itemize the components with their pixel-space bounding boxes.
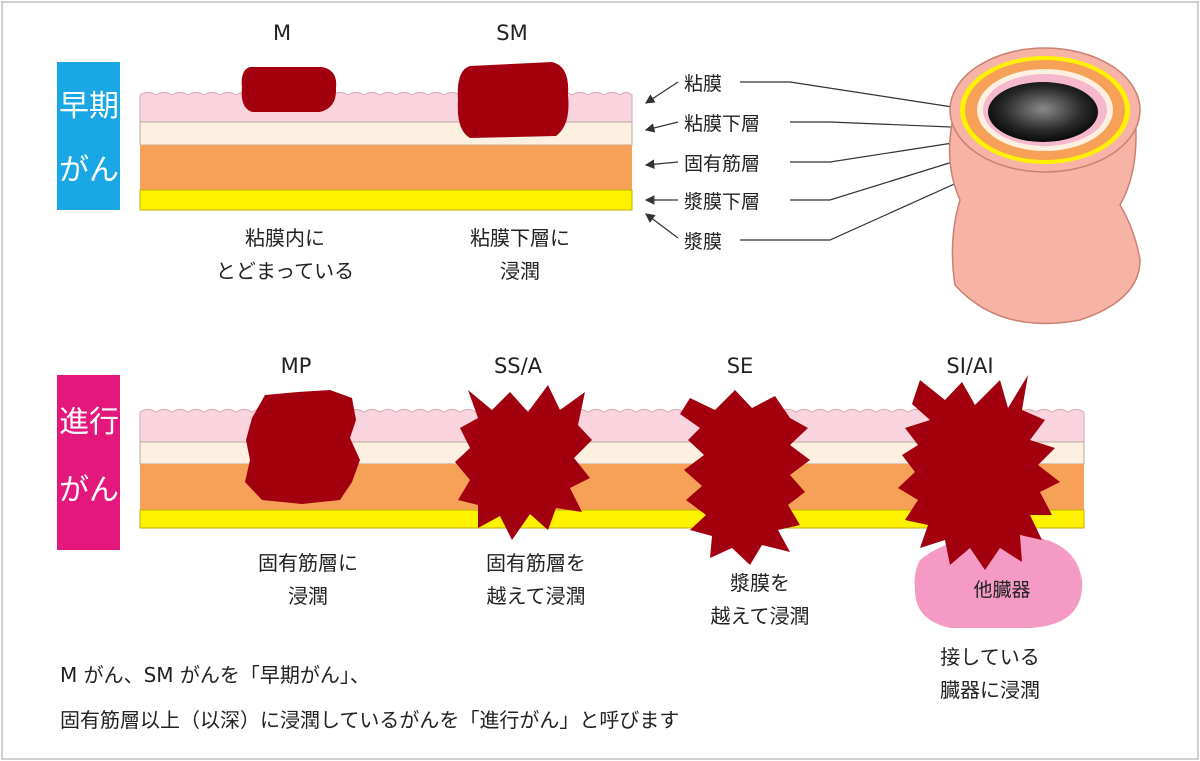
advanced-cancer-label-line1: 進行 xyxy=(59,405,119,440)
desc-m-line1: 粘膜内に xyxy=(245,226,325,250)
desc-mp-line2: 浸潤 xyxy=(288,584,328,608)
leader-muscularis xyxy=(790,136,974,163)
desc-se-line2: 越えて浸潤 xyxy=(711,604,810,628)
early-cancer-label-line1: 早期 xyxy=(59,89,119,124)
arrow-serosa xyxy=(645,213,679,239)
early-cancer-label-box xyxy=(57,62,120,210)
leader-subserosa xyxy=(790,152,977,201)
layer-label-submucosa: 粘膜下層 xyxy=(684,113,760,135)
desc-sm-line1: 粘膜下層に xyxy=(470,226,570,250)
stage-m-label: M xyxy=(273,21,291,45)
arrow-submucosa xyxy=(644,121,679,133)
desc-si-line2: 臓器に浸潤 xyxy=(940,678,1040,702)
desc-m-line2: とどまっている xyxy=(216,259,354,283)
stage-ss-label: SS/A xyxy=(494,354,543,378)
footnote-line1: M がん、SM がんを「早期がん」、 xyxy=(60,663,370,687)
arrow-muscularis xyxy=(644,159,679,169)
early-cancer-label-line2: がん xyxy=(59,153,119,188)
layer-label-mucosa: 粘膜 xyxy=(684,73,722,95)
stage-si-label: SI/AI xyxy=(946,354,993,378)
leader-mucosa xyxy=(740,81,987,116)
early-layer-stack xyxy=(139,92,633,211)
desc-se-line1: 漿膜を xyxy=(730,571,790,595)
desc-sm-line2: 浸潤 xyxy=(500,259,540,283)
layer-label-muscularis: 固有筋層 xyxy=(684,153,760,175)
early-subserosa-layer xyxy=(139,189,633,211)
leader-submucosa xyxy=(790,121,977,133)
desc-ss-line1: 固有筋層を xyxy=(486,551,586,575)
early-muscularis-layer xyxy=(140,145,632,190)
tumor-si xyxy=(898,375,1060,570)
leader-serosa xyxy=(740,167,992,241)
advanced-subserosa-layer xyxy=(139,509,1085,529)
stage-sm-label: SM xyxy=(496,21,527,45)
other-organ-label: 他臓器 xyxy=(973,579,1030,601)
tumor-ss xyxy=(455,385,592,540)
intestine-cross-section xyxy=(948,47,1141,325)
arrow-mucosa xyxy=(644,81,679,104)
tumor-sm xyxy=(457,62,569,138)
desc-ss-line2: 越えて浸潤 xyxy=(487,584,586,608)
tumor-se xyxy=(680,390,810,565)
desc-mp-line1: 固有筋層に xyxy=(258,551,358,575)
tumor-mp xyxy=(245,390,360,504)
intestine-lumen xyxy=(988,82,1098,142)
stage-se-label: SE xyxy=(727,354,754,378)
tumor-m xyxy=(241,67,337,112)
layer-label-serosa: 漿膜 xyxy=(684,231,722,253)
desc-si-line1: 接している xyxy=(940,645,1039,669)
advanced-cancer-label-line2: がん xyxy=(59,473,119,508)
footnote-line2: 固有筋層以上（以深）に浸潤しているがんを「進行がん」と呼びます xyxy=(60,708,679,732)
stage-mp-label: MP xyxy=(281,354,312,378)
advanced-cancer-label-box xyxy=(57,375,120,550)
layer-label-subserosa: 漿膜下層 xyxy=(684,191,760,213)
layer-label-group: 粘膜 粘膜下層 固有筋層 漿膜下層 漿膜 xyxy=(644,73,992,253)
